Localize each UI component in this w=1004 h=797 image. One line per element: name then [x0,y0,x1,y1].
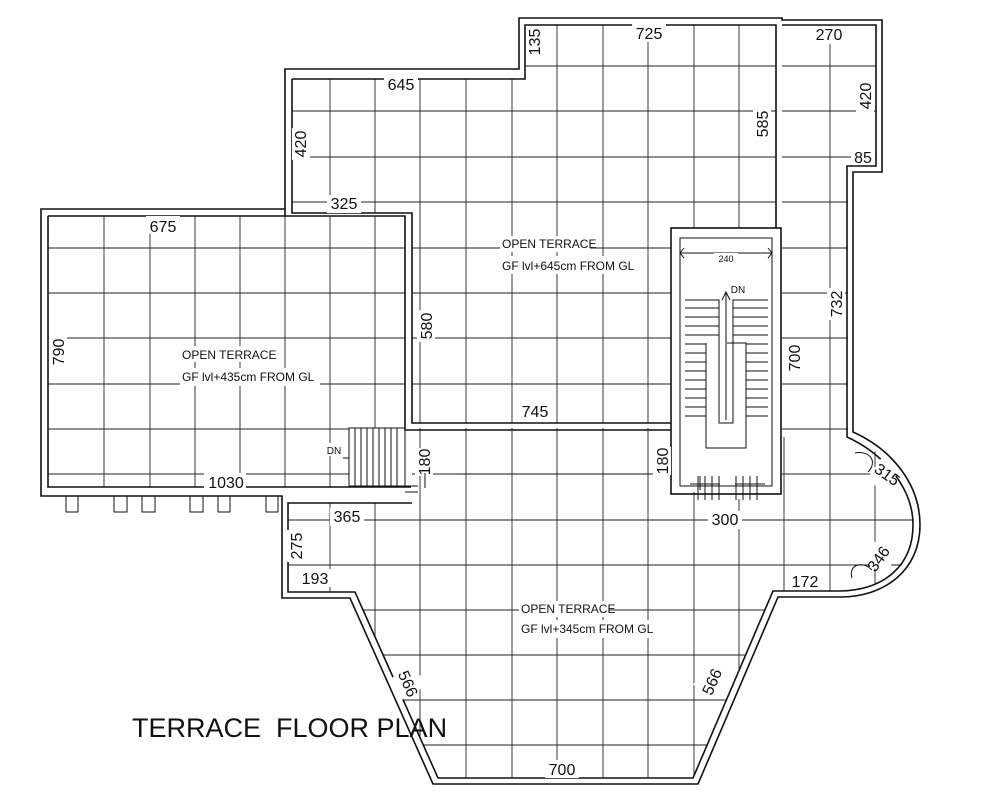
dim-upper-inner-right: 585 [755,111,772,138]
dim-right-step: 85 [854,150,872,167]
stair-down-label: DN [731,285,745,296]
dim-top-middle: 725 [636,26,663,43]
upper-terrace-tiles [292,25,776,423]
dim-left-bottom: 1030 [208,475,244,492]
dim-lower-top-left: 365 [334,509,361,526]
outer-walls [40,17,921,785]
left-terrace-level: GF lvl+435cm FROM GL [182,370,315,384]
left-terrace-name: OPEN TERRACE [182,348,276,362]
dim-upper-mid-side: 580 [419,313,436,340]
dim-lower-left-step: 193 [302,571,329,588]
dim-stair-bottom: 300 [712,512,739,529]
dim-top-right: 270 [816,27,843,44]
dim-top-step: 135 [527,29,544,56]
dim-bottom: 700 [549,762,576,779]
outer-wall-outline [40,17,921,785]
dim-upper-bottom: 745 [522,404,549,421]
stair-door-jambs [690,476,765,500]
dim-right-top: 420 [858,83,875,110]
dim-right-side: 732 [829,291,846,318]
plan-title: TERRACE FLOOR PLAN [132,713,447,743]
right-inner-wall [287,24,914,779]
lower-terrace-level: GF lvl+345cm FROM GL [521,622,654,636]
left-stair-down-label: DN [327,446,341,457]
dim-stair-side: 700 [787,345,804,372]
parapet-posts [65,496,279,513]
stair-core [670,227,782,500]
terrace-labels: OPEN TERRACE GF lvl+645cm FROM GL OPEN T… [180,236,659,638]
dim-lower-right-step: 172 [792,574,819,591]
dim-upper-left-step: 325 [331,196,358,213]
dim-upper-left-side: 420 [293,131,310,158]
upper-left-wall [291,79,671,424]
upper-terrace-name: OPEN TERRACE [502,237,596,251]
stair-labels: 240 DN DN [324,253,748,457]
dim-mid-right: 180 [655,448,672,475]
lower-terrace-name: OPEN TERRACE [521,602,615,616]
dim-left-side: 790 [51,339,68,366]
stair-treads [685,307,768,417]
inner-wall-outline [292,24,777,228]
dimension-labels: 725 135 270 420 85 645 420 325 585 675 7… [49,24,902,779]
upper-left-wall-outer [284,209,671,431]
dim-left-top: 675 [150,219,177,236]
dim-upper-left-top: 645 [388,77,415,94]
upper-terrace-level: GF lvl+645cm FROM GL [502,259,635,273]
dim-mid-left: 180 [417,449,434,476]
left-stair [343,427,418,493]
upper-grid-horizontal [292,65,776,385]
curve-markers [699,452,873,579]
stair-width-label: 240 [718,254,733,264]
dim-lower-left-side: 275 [289,533,306,560]
